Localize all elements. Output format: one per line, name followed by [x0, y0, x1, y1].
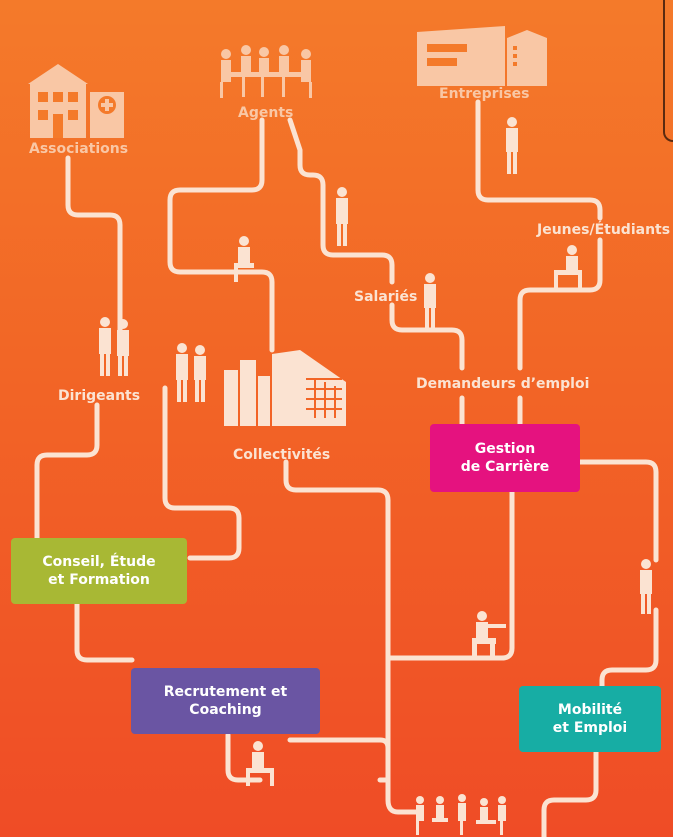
service-conseil-etude-formation: Conseil, Étude et Formation	[11, 538, 187, 604]
service-conseil-line1: Conseil, Étude	[42, 553, 156, 570]
label-collectivites: Collectivités	[233, 447, 331, 463]
person-silhouette-icon	[336, 187, 348, 246]
meeting-people-icon	[220, 45, 312, 98]
person-silhouette-icon	[176, 343, 206, 402]
label-agents: Agents	[238, 105, 294, 121]
service-mobilite-line2: et Emploi	[552, 720, 628, 736]
service-gestion-carriere: Gestion de Carrière	[430, 424, 580, 492]
label-dirigeants: Dirigeants	[58, 388, 141, 404]
label-entreprises: Entreprises	[439, 86, 530, 102]
label-associations: Associations	[29, 141, 129, 157]
person-silhouette-icon	[416, 794, 506, 835]
service-mobilite-line1: Mobilité	[557, 701, 623, 718]
association-building-icon	[28, 64, 124, 138]
person-silhouette-icon	[246, 741, 274, 786]
service-recrutement-line2: Coaching	[189, 702, 262, 718]
person-silhouette-icon	[506, 117, 518, 174]
label-jeunes-etudiants: Jeunes/Étudiants	[537, 222, 671, 238]
service-gestion-carriere-line2: de Carrière	[460, 459, 550, 475]
service-mobilite-emploi: Mobilité et Emploi	[519, 686, 661, 752]
person-silhouette-icon	[554, 245, 582, 289]
person-silhouette-icon	[472, 611, 506, 658]
corner-frame	[663, 0, 673, 142]
label-salaries: Salariés	[354, 289, 418, 305]
person-silhouette-icon	[234, 236, 254, 282]
label-demandeurs-emploi: Demandeurs d’emploi	[416, 376, 590, 392]
person-silhouette-icon	[424, 273, 436, 330]
person-silhouette-icon	[99, 317, 129, 376]
city-buildings-icon	[224, 350, 346, 426]
company-building-icon	[417, 26, 547, 86]
service-gestion-carriere-line1: Gestion	[474, 440, 536, 457]
service-conseil-line2: et Formation	[48, 572, 150, 588]
service-recrutement-coaching: Recrutement et Coaching	[131, 668, 320, 734]
person-silhouette-icon	[640, 559, 652, 614]
service-recrutement-line1: Recrutement et	[163, 683, 288, 700]
